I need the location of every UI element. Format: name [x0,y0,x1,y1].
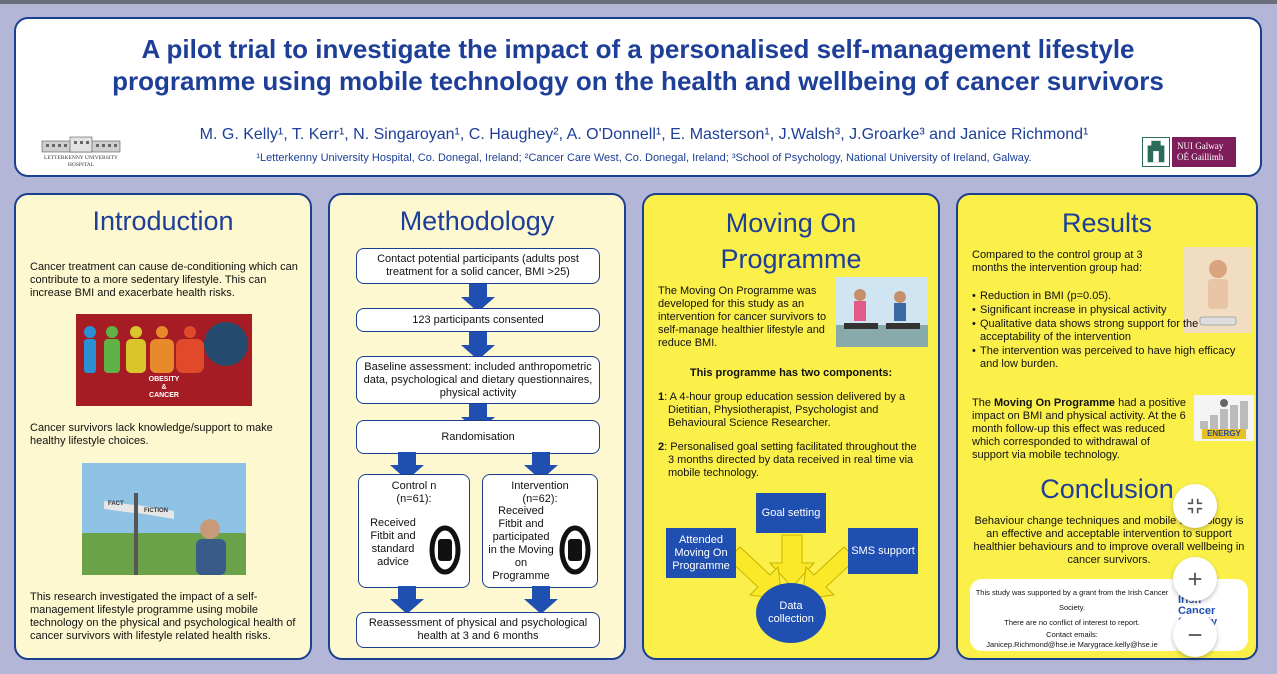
letterkenny-hospital-logo: LETTERKENNY UNIVERSITY HOSPITAL [38,135,124,171]
flow-control-group: Control n (n=61): Received Fitbit and st… [358,474,470,588]
fitbit-icon [559,525,591,575]
intro-paragraph-2: Cancer survivors lack knowledge/support … [30,422,273,447]
list-item: The intervention was perceived to have h… [972,345,1252,371]
methodology-title: Methodology [399,206,555,236]
fact-fiction-image: FACT FICTION [82,463,246,575]
flow-arrow-down-icon [390,586,424,614]
collapse-button[interactable] [1173,484,1217,528]
intro-paragraph-1: Cancer treatment can cause de-conditioni… [30,261,298,299]
moving-on-title: Moving On Programme [720,208,862,274]
nuig-emblem-icon [1142,137,1170,167]
component-1: 1: A 4-hour group education session deli… [658,391,906,429]
zoom-in-button[interactable] [1173,557,1217,601]
flow-step-contact: Contact potential participants (adults p… [356,248,600,284]
hospital-building-icon [41,136,121,153]
list-item: Significant increase in physical activit… [972,304,1252,317]
attended-programme-box: Attended Moving On Programme [666,528,736,578]
moving-on-panel: Moving On Programme The Moving On Progra… [642,193,940,660]
nui-galway-logo: NUI Galway OÉ Gaillimh [1142,137,1236,167]
top-bar [0,0,1277,4]
components-heading: This programme has two components: [689,367,893,379]
results-title: Results [1061,208,1153,238]
energy-bars-icon [1194,395,1254,441]
energy-image: ENERGY [1194,395,1254,441]
poster-title: A pilot trial to investigate the impact … [112,34,1164,96]
results-impact: The Moving On Programme had a positive i… [972,397,1186,461]
flow-step-randomisation: Randomisation [356,420,600,454]
obesity-cancer-image: OBESITY & CANCER [76,314,252,406]
body-silhouettes-icon [76,314,252,406]
introduction-panel: Introduction Cancer treatment can cause … [14,193,312,660]
signpost-icon [82,493,246,575]
data-collection-circle: Data collection [756,583,826,643]
flow-intervention-group: Intervention (n=62): Received Fitbit and… [482,474,598,588]
convergence-arrows-icon [727,534,857,600]
results-intro: Compared to the control group at 3 month… [972,249,1143,274]
flow-step-consented: 123 participants consented [356,308,600,332]
flow-arrow-down-icon [524,586,558,614]
zoom-in-icon [1188,572,1202,586]
methodology-panel: Methodology Contact potential participan… [328,193,626,660]
treadmill-image [836,277,928,347]
conclusion-title: Conclusion [1040,474,1174,504]
zoom-out-icon [1188,634,1202,636]
list-item: Reduction in BMI (p=0.05). [972,290,1252,303]
fitbit-icon [429,525,461,575]
collapse-icon [1187,498,1203,514]
affiliations: ¹Letterkenny University Hospital, Co. Do… [256,152,1032,164]
treadmill-runners-icon [836,277,928,347]
introduction-title: Introduction [92,206,234,236]
component-2: 2: Personalised goal setting facilitated… [658,441,917,479]
goal-setting-box: Goal setting [756,493,826,533]
moving-on-paragraph: The Moving On Programme was developed fo… [658,285,827,349]
flow-step-reassessment: Reassessment of physical and psychologic… [356,612,600,648]
sms-support-box: SMS support [848,528,918,574]
intro-paragraph-3: This research investigated the impact of… [30,591,296,642]
flow-step-baseline: Baseline assessment: included anthropome… [356,356,600,404]
poster-header: A pilot trial to investigate the impact … [14,17,1262,177]
results-bullet-list: Reduction in BMI (p=0.05). Significant i… [972,290,1252,372]
zoom-out-button[interactable] [1173,613,1217,657]
list-item: Qualitative data shows strong support fo… [972,318,1252,344]
author-list: M. G. Kelly¹, T. Kerr¹, N. Singaroyan¹, … [199,126,1089,143]
